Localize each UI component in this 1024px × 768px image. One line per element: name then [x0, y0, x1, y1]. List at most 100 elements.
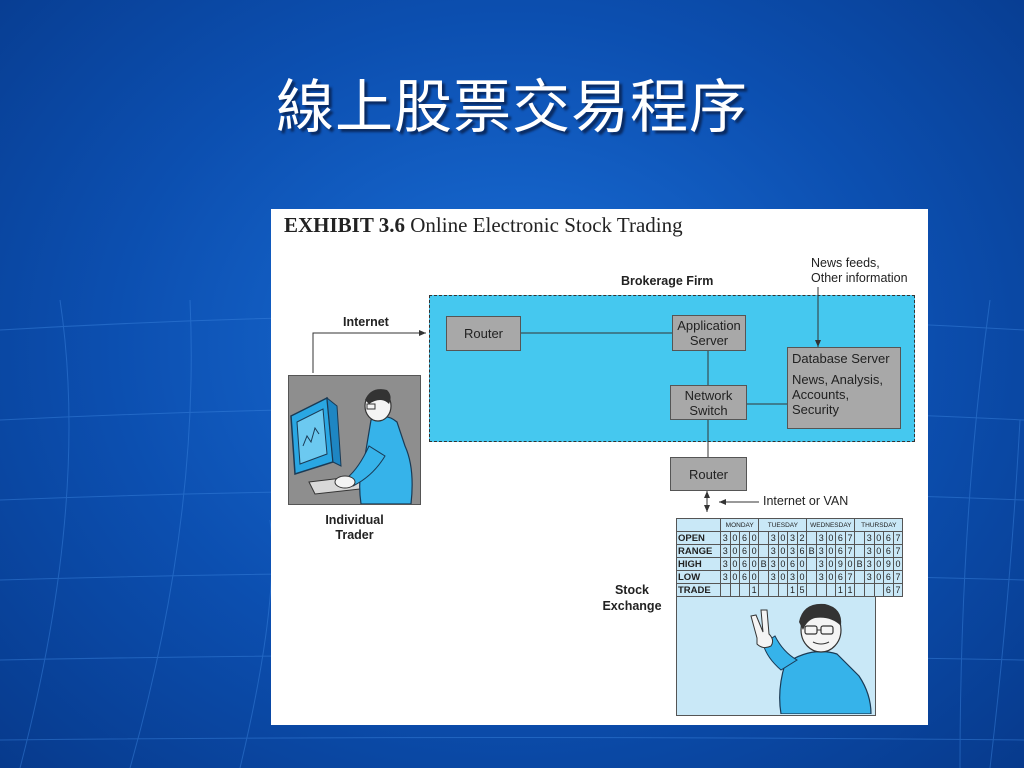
stock-cell: 6	[883, 583, 894, 597]
stock-cell: 0	[796, 557, 808, 571]
stock-cell: 0	[729, 544, 741, 558]
stock-cell: 0	[729, 531, 741, 545]
stock-cell: 3	[815, 557, 827, 571]
stock-cell	[854, 531, 865, 545]
exhibit-figure: EXHIBIT 3.6 Online Electronic Stock Trad…	[271, 209, 928, 725]
stock-cell: 0	[748, 557, 760, 571]
stock-cell	[873, 583, 885, 597]
stock-cell: 0	[873, 570, 885, 584]
exhibit-number: EXHIBIT 3.6	[284, 213, 405, 237]
stock-cell: 0	[825, 570, 837, 584]
database-server-title: Database Server	[792, 351, 890, 366]
stock-cell	[806, 531, 817, 545]
database-server-line3: Security	[792, 402, 839, 417]
stock-exchange-label: Stock Exchange	[591, 582, 673, 614]
stock-cell: 0	[777, 557, 789, 571]
stock-cell: 0	[777, 531, 789, 545]
application-server-node: Application Server	[672, 315, 746, 351]
day-header: WEDNESDAY	[806, 518, 856, 532]
day-header: TUESDAY	[758, 518, 808, 532]
stock-cell: 0	[873, 557, 885, 571]
router-label: Router	[463, 326, 504, 341]
stock-cell: 2	[796, 531, 808, 545]
individual-trader-label: Individual Trader	[288, 513, 421, 543]
stock-exchange-line1: Stock	[614, 583, 650, 597]
stock-cell	[806, 557, 817, 571]
stock-cell: 3	[815, 544, 827, 558]
stock-cell: 3	[863, 557, 875, 571]
stock-cell: 6	[835, 544, 846, 558]
stock-cell	[806, 570, 817, 584]
stock-cell: 6	[739, 531, 750, 545]
exhibit-heading: EXHIBIT 3.6 Online Electronic Stock Trad…	[284, 213, 683, 238]
day-header: THURSDAY	[854, 518, 904, 532]
brokerage-firm-label: Brokerage Firm	[621, 274, 714, 288]
stock-cell: 0	[892, 557, 904, 571]
stock-cell	[854, 570, 865, 584]
stock-cell: 7	[844, 531, 856, 545]
stock-cell: 0	[844, 557, 856, 571]
stock-exchange-line2: Exchange	[602, 599, 662, 613]
stock-cell: 3	[863, 544, 875, 558]
stock-cell: 0	[748, 531, 760, 545]
stock-cell: 0	[748, 570, 760, 584]
stock-cell: 6	[835, 570, 846, 584]
stock-cell: 3	[863, 570, 875, 584]
stock-row-label: RANGE	[676, 544, 721, 558]
stock-cell: 7	[892, 583, 904, 597]
stock-cell: 3	[787, 544, 798, 558]
stock-cell: 6	[739, 557, 750, 571]
stock-cell: 3	[787, 531, 798, 545]
stock-cell: 0	[825, 544, 837, 558]
stock-cell: B	[854, 557, 865, 571]
stock-cell: 6	[787, 557, 798, 571]
stock-cell	[758, 531, 769, 545]
stock-cell: 3	[767, 531, 779, 545]
stock-cell: 7	[892, 570, 904, 584]
stock-cell: 6	[883, 570, 894, 584]
stock-row-label: LOW	[676, 570, 721, 584]
stock-cell	[729, 583, 741, 597]
database-server-line2: Accounts,	[792, 387, 850, 402]
stock-cell: 6	[883, 531, 894, 545]
stock-cell: 3	[815, 531, 827, 545]
trader-illustration	[288, 375, 421, 505]
stock-cell: 7	[844, 544, 856, 558]
application-server-line1: Application	[677, 318, 741, 333]
stock-cell	[720, 583, 731, 597]
stock-cell: 3	[787, 570, 798, 584]
stock-table-corner	[676, 518, 721, 532]
database-server-line1: News, Analysis,	[792, 372, 884, 387]
stock-row-label: TRADE	[676, 583, 721, 597]
stock-cell: 0	[825, 531, 837, 545]
exchange-router-node: Router	[670, 457, 747, 491]
stock-cell	[854, 544, 865, 558]
stock-cell: 7	[892, 531, 904, 545]
stock-cell: 3	[767, 570, 779, 584]
individual-trader-line1: Individual	[325, 513, 384, 527]
stock-cell	[758, 544, 769, 558]
stock-cell: 0	[777, 544, 789, 558]
stock-cell: 6	[883, 544, 894, 558]
stock-cell: 9	[835, 557, 846, 571]
trader-at-computer-icon	[290, 389, 413, 504]
exchange-router-label: Router	[688, 466, 729, 482]
stock-cell: 0	[873, 531, 885, 545]
stock-table-header-row: MONDAY TUESDAY WEDNESDAY THURSDAY	[676, 518, 904, 532]
stock-cell: 6	[739, 544, 750, 558]
stock-cell: 0	[796, 570, 808, 584]
day-header: MONDAY	[719, 518, 760, 532]
individual-trader-line2: Trader	[335, 528, 374, 542]
connection-lines	[312, 287, 821, 512]
other-information-label: Other information	[811, 271, 908, 285]
stock-cell: 7	[844, 570, 856, 584]
stock-cell: 6	[739, 570, 750, 584]
stock-cell: 0	[825, 557, 837, 571]
stock-cell: 3	[767, 544, 779, 558]
network-switch-line2: Switch	[689, 402, 728, 418]
